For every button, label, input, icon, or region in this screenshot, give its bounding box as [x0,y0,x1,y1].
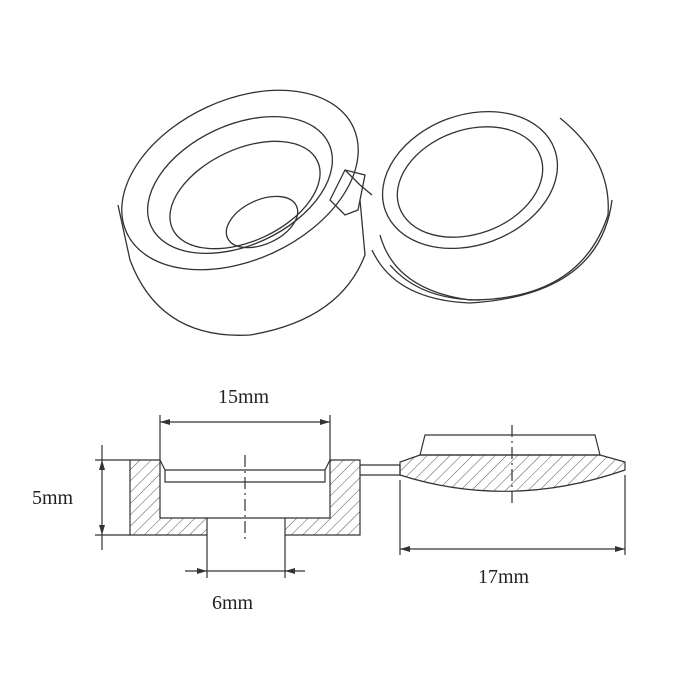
dimension-hole-label: 6mm [212,592,254,614]
right-wall-section [284,459,361,536]
dimension-height-label: 5mm [32,487,74,509]
arrowheads [99,419,625,574]
isometric-view [117,89,613,336]
hinge [329,169,373,216]
dimension-cap-width-label: 17mm [478,566,530,588]
right-cap [371,110,613,304]
left-cup [117,89,366,336]
dimension-width-label: 15mm [218,386,270,408]
left-wall-section [129,459,208,536]
section-view [95,415,626,578]
